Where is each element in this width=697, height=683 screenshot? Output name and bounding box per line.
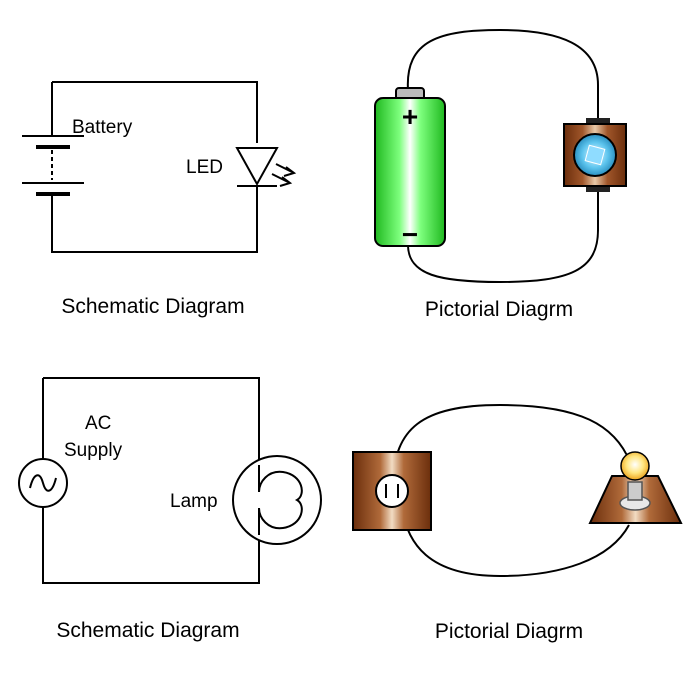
battery-label: Battery [72, 117, 133, 138]
light-bulb-image [588, 451, 683, 524]
caption-pictorial-bottom: Pictorial Diagrm [435, 620, 583, 643]
led-module-image [563, 118, 627, 192]
schematic-wire [42, 377, 260, 584]
led-label: LED [186, 157, 223, 178]
caption-pictorial-top: Pictorial Diagrm [425, 298, 573, 321]
schematic-ac-lamp: AC Supply Lamp Schematic Diagram [18, 377, 322, 642]
pictorial-battery-led: + − Pictorial Diagrm [374, 28, 627, 321]
caption-schematic-bottom: Schematic Diagram [56, 619, 239, 642]
pictorial-wire [392, 403, 631, 578]
wall-socket-image [352, 451, 432, 531]
lamp-label: Lamp [170, 491, 218, 512]
lamp-symbol [232, 455, 322, 545]
ac-source-symbol [18, 458, 68, 508]
schematic-battery-led: Battery LED Schematic Diagram [22, 81, 297, 318]
led-symbol [235, 147, 297, 187]
battery-symbol [22, 135, 84, 196]
schematic-wire [51, 81, 258, 253]
ac-label-line1: AC [85, 413, 111, 434]
battery-minus-sign: − [402, 219, 418, 250]
pictorial-wire [406, 28, 599, 284]
pictorial-ac-lamp: Pictorial Diagrm [352, 403, 683, 643]
battery-cell-image: + − [374, 87, 446, 250]
caption-schematic-top: Schematic Diagram [61, 295, 244, 318]
ac-label-line2: Supply [64, 440, 123, 461]
battery-plus-sign: + [402, 101, 418, 132]
